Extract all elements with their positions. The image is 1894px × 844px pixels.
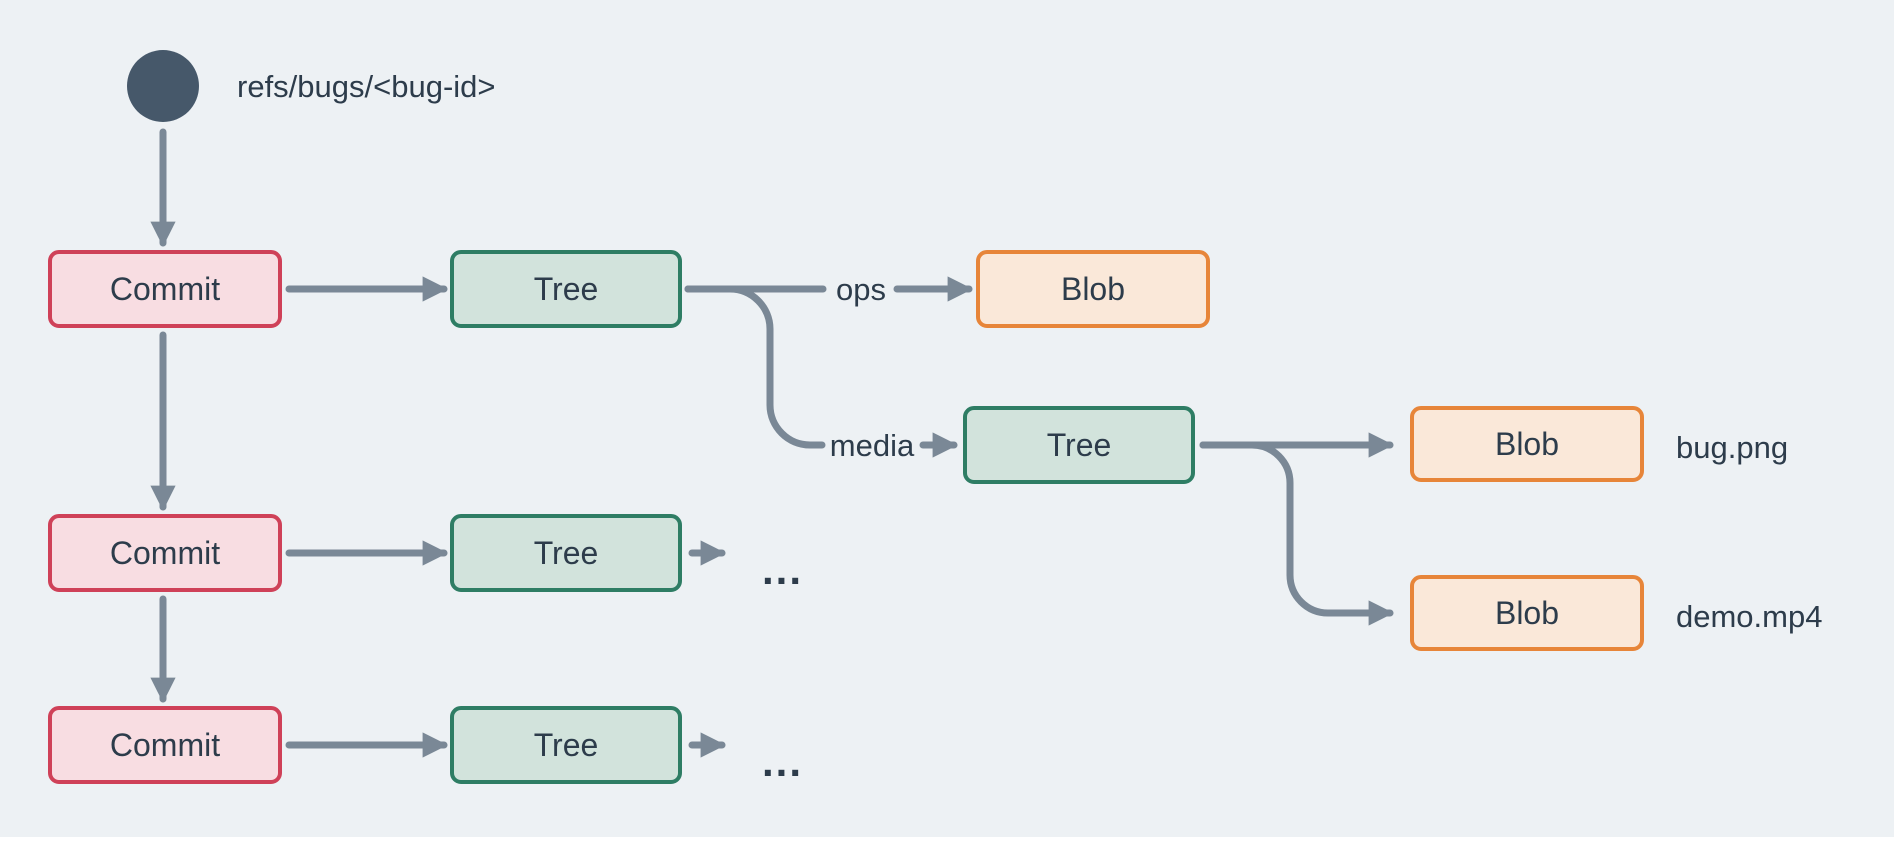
tree-2-label: Tree — [534, 535, 599, 571]
commit-1-label: Commit — [110, 271, 220, 307]
tree-media-box — [963, 406, 1195, 484]
tree-1-label: Tree — [534, 271, 599, 307]
node-blob-bug: Blob — [1410, 406, 1644, 482]
blob-ops-box — [976, 250, 1210, 328]
tree-1-box — [450, 250, 682, 328]
blob-bug-box — [1410, 406, 1644, 482]
commit-1-box — [48, 250, 282, 328]
commit-3-label: Commit — [110, 727, 220, 763]
tree-3-label: Tree — [534, 727, 599, 763]
commit-3-box — [48, 706, 282, 784]
ref-circle — [127, 50, 199, 122]
tree-media-label: Tree — [1047, 427, 1112, 463]
ref-label: refs/bugs/<bug-id> — [237, 69, 496, 104]
node-tree-2: Tree — [450, 514, 682, 592]
tree-3-box — [450, 706, 682, 784]
node-tree-3: Tree — [450, 706, 682, 784]
node-blob-ops: Blob — [976, 250, 1210, 328]
tree-2-box — [450, 514, 682, 592]
node-tree-media: Tree — [963, 406, 1195, 484]
blob-ops-label: Blob — [1061, 271, 1125, 307]
arrow-media-tree-to-blob-demo — [1199, 441, 1394, 626]
file-label-bug-png: bug.png — [1676, 430, 1788, 465]
blob-bug-label: Blob — [1495, 426, 1559, 462]
blob-demo-label: Blob — [1495, 595, 1559, 631]
commit-2-label: Commit — [110, 535, 220, 571]
line-tree-1-to-media-label — [684, 285, 826, 449]
bottom-edge-strip — [0, 837, 1894, 844]
edge-label-media: media — [830, 428, 915, 463]
node-commit-1: Commit — [48, 250, 282, 328]
commit-2-box — [48, 514, 282, 592]
node-commit-2: Commit — [48, 514, 282, 592]
blob-demo-box — [1410, 575, 1644, 651]
file-label-demo-mp4: demo.mp4 — [1676, 599, 1822, 634]
ellipsis-tree-3: ... — [762, 738, 803, 785]
edge-label-ops: ops — [836, 272, 886, 307]
node-commit-3: Commit — [48, 706, 282, 784]
node-tree-1: Tree — [450, 250, 682, 328]
connectors — [150, 128, 1394, 758]
ellipsis-tree-2: ... — [762, 546, 803, 593]
node-blob-demo: Blob — [1410, 575, 1644, 651]
